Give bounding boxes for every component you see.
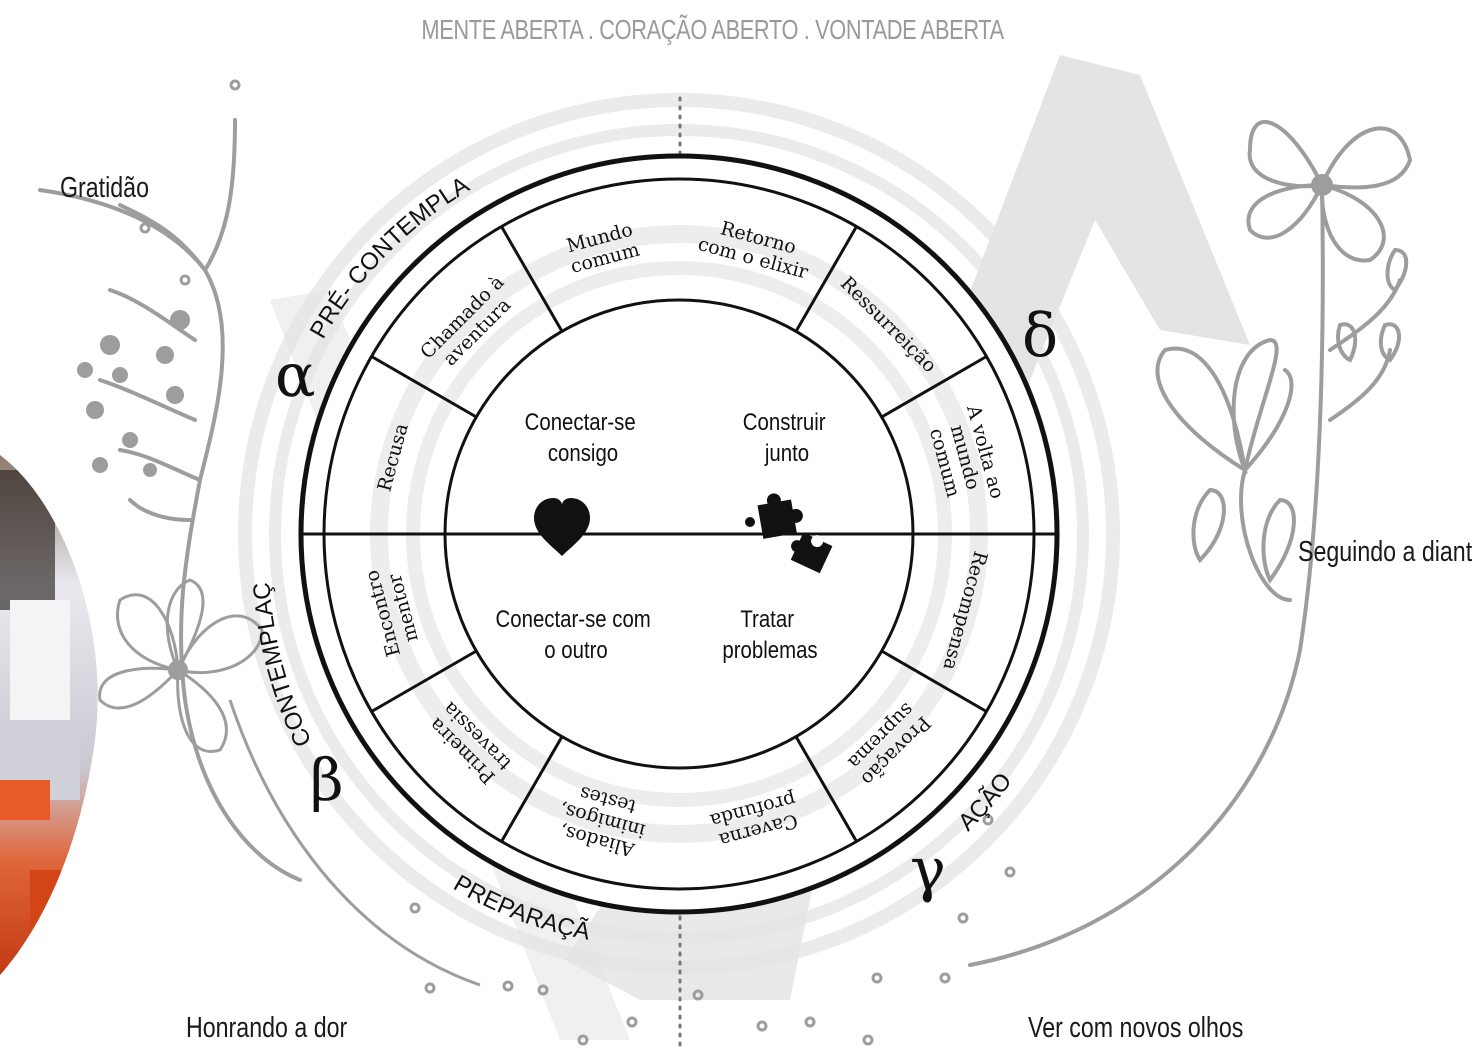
header-title: MENTE ABERTA . CORAÇÃO ABERTO . VONTADE … <box>157 14 1269 46</box>
corner-label-gratidao: Gratidão <box>60 172 149 205</box>
corner-label-honrando: Honrando a dor <box>186 1012 347 1045</box>
greek-gamma: γ <box>910 835 946 905</box>
corner-label-novos-olhos: Ver com novos olhos <box>1028 1012 1243 1045</box>
corner-label-seguindo: Seguindo a diant <box>1298 536 1472 569</box>
greek-beta: β <box>310 746 344 814</box>
greek-delta: δ <box>1022 301 1058 371</box>
photo-fragment <box>0 455 110 980</box>
greek-alpha: α <box>275 341 316 411</box>
